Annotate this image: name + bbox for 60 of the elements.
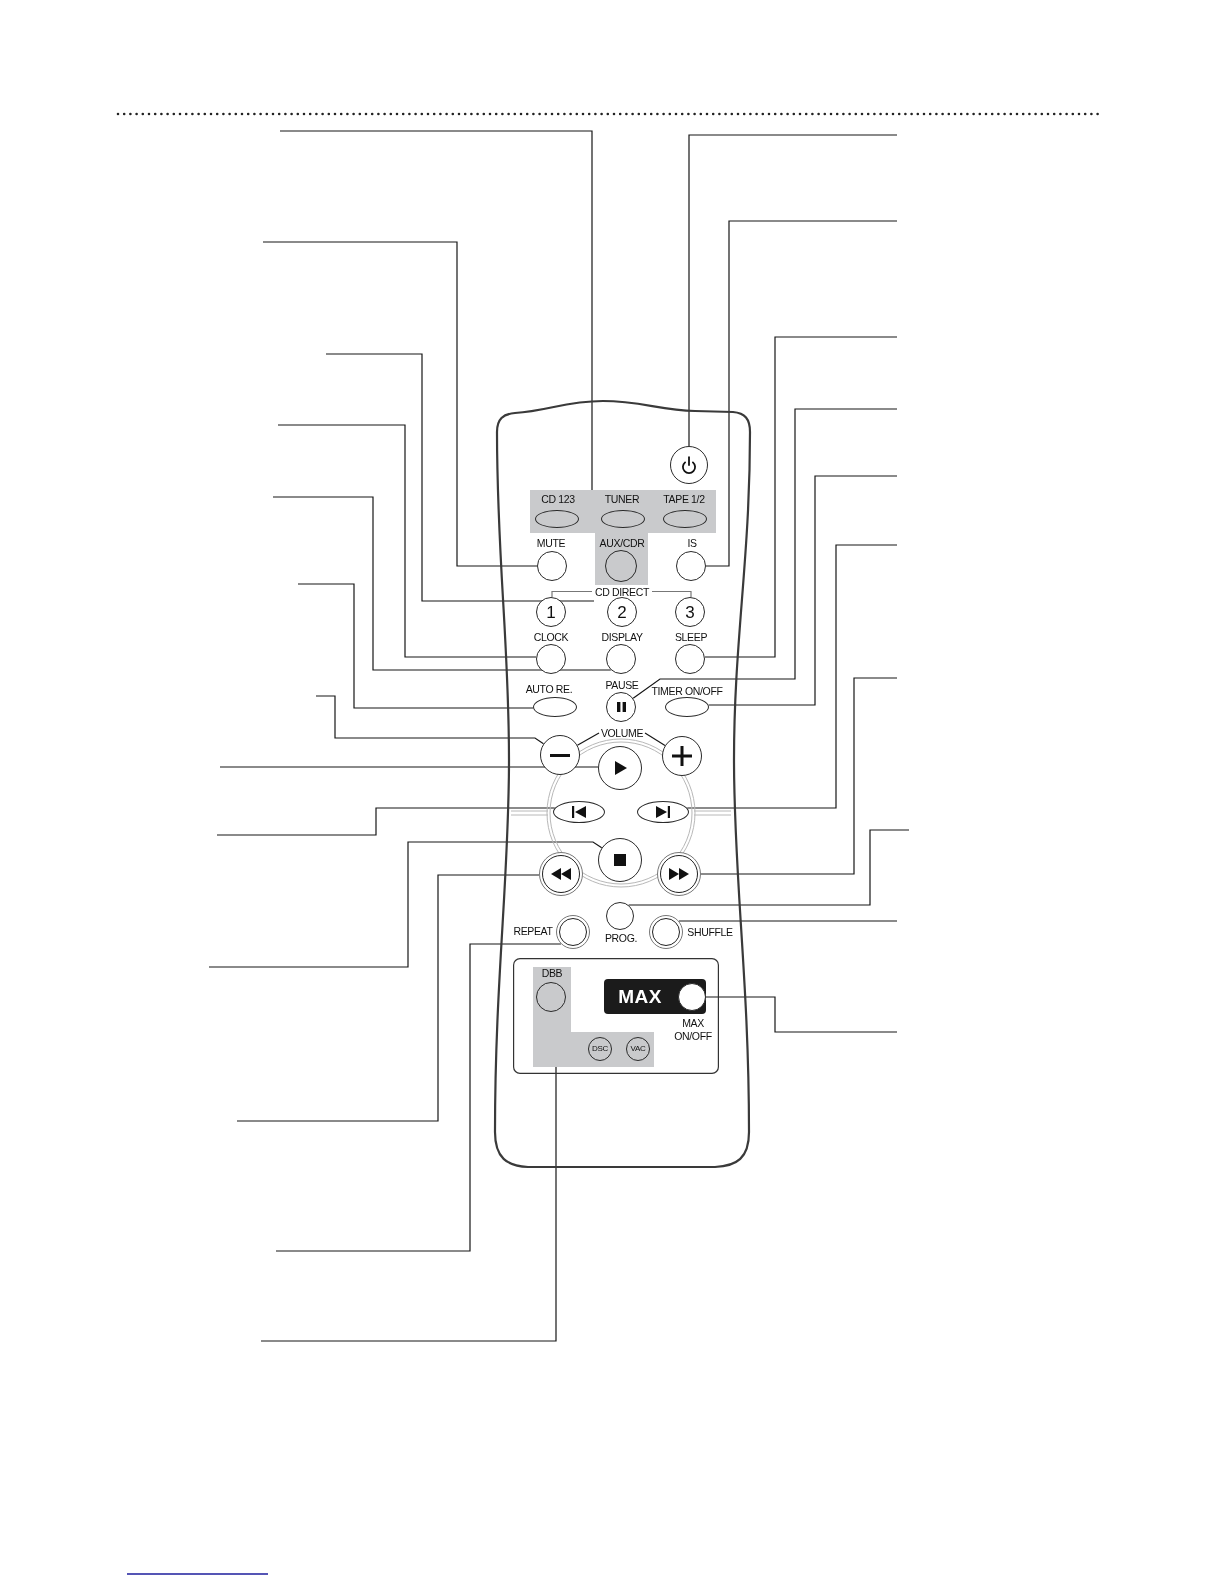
round-button [662,736,702,776]
group-label: CD DIRECT [594,586,650,598]
button-label: AUX/CDR [598,537,646,549]
source-button-panel [530,490,716,533]
leader-line [325,353,595,602]
button-label: MAX ON/OFF [673,1017,713,1043]
oval-button [637,801,689,823]
leader-line [688,134,898,447]
leader-line [705,996,898,1033]
button-label: SHUFFLE [686,926,734,938]
round-button [540,735,580,775]
button-label: CD 123 [540,493,576,505]
button-label: TUNER [603,493,641,505]
leader-line [700,677,898,875]
group-label: VOLUME [599,727,645,739]
leader-line [705,220,898,567]
leader-line [678,920,898,922]
max-plate [604,979,706,1014]
round-button [678,983,706,1011]
leader-line [279,130,593,491]
round-button: 1 [536,597,566,627]
button-label: MUTE [535,537,567,549]
button-label: PROG. [604,932,638,944]
round-button [670,446,708,484]
leader-line [260,1066,557,1342]
round-button [598,838,642,882]
button-label: IS [686,537,698,549]
leader-line [275,943,562,1252]
round-button [657,852,701,896]
leader-line [707,475,898,706]
button-label: TIMER ON/OFF [651,685,723,697]
button-label: TAPE 1/2 [662,493,706,505]
leader-line [236,874,540,1122]
leader-line [262,241,538,567]
round-button: 3 [675,597,705,627]
leader-line [628,829,910,906]
leader-line [632,408,898,699]
button-label: REPEAT [512,925,554,937]
button-label: CLOCK [532,631,570,643]
button-backing [595,533,648,585]
button-label: AUTO RE. [524,683,574,695]
leader-line [219,766,599,768]
plate-label: MAX [617,986,663,1008]
leader-line [272,496,612,671]
button-label: DBB [540,967,564,979]
leader-line [315,695,545,745]
button-label: SLEEP [673,631,709,643]
leader-line [644,732,666,747]
round-button [598,746,642,790]
oval-button [553,801,605,823]
leader-line [208,841,603,968]
round-button [539,852,583,896]
leader-line [704,336,898,658]
button-label: DISPLAY [600,631,644,643]
button-label: PAUSE [604,679,640,691]
leader-line [277,424,537,658]
lower-panel [513,958,719,1074]
leader-line [576,732,600,746]
round-button: 2 [607,597,637,627]
leader-line [297,583,534,709]
